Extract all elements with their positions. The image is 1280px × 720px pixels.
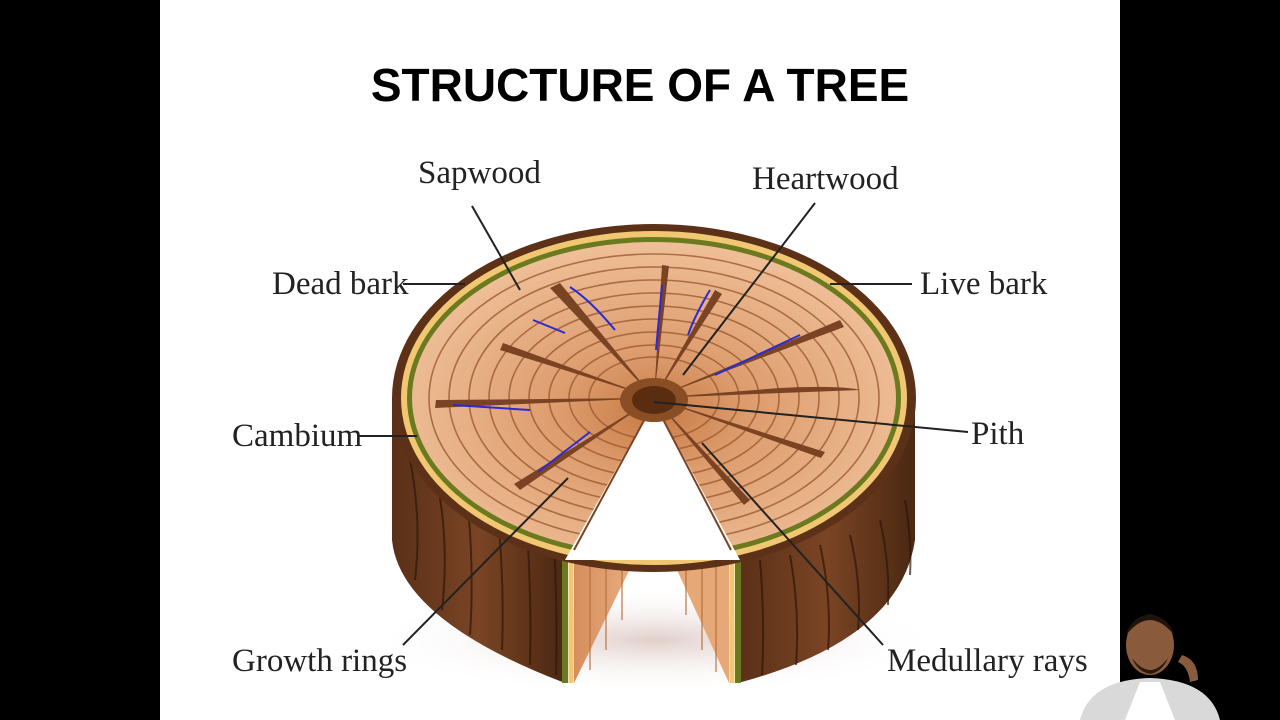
leader-growth-rings — [402, 477, 569, 646]
label-cambium: Cambium — [232, 418, 362, 454]
slide-title: STRUCTURE OF A TREE — [370, 59, 910, 111]
label-growth-rings: Growth rings — [232, 643, 407, 679]
leader-heartwood — [682, 202, 816, 376]
label-pith: Pith — [971, 416, 1025, 452]
leader-lines — [358, 202, 969, 646]
leader-medullary-rays — [701, 442, 884, 646]
label-heartwood: Heartwood — [752, 161, 899, 197]
leader-sapwood — [471, 205, 521, 291]
slide: STRUCTURE OF A TREE — [160, 0, 1120, 720]
pith-center — [632, 386, 676, 414]
tree-cross-section-diagram: Sapwood Heartwood Dead bark Live bark Ca… — [232, 155, 1088, 695]
label-live-bark: Live bark — [920, 266, 1048, 302]
label-medullary-rays: Medullary rays — [887, 643, 1088, 679]
removed-wedge — [565, 402, 740, 560]
label-sapwood: Sapwood — [418, 155, 541, 191]
label-dead-bark: Dead bark — [272, 266, 409, 302]
pen-annotations — [452, 284, 801, 473]
medullary-rays — [435, 265, 860, 505]
leader-pith — [653, 401, 969, 433]
presenter-avatar — [1080, 614, 1220, 720]
